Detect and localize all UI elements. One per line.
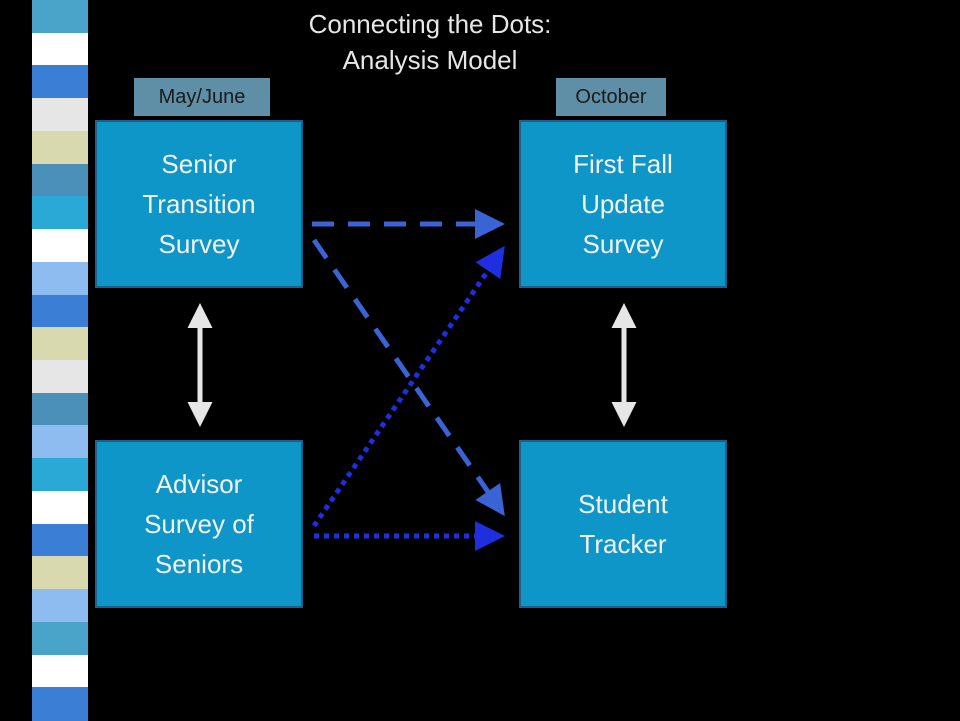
title-line-1: Connecting the Dots: [308, 9, 552, 39]
stripe-segment [32, 589, 88, 623]
stripe-segment [32, 490, 88, 525]
stripe-segment [32, 130, 88, 165]
stripe-segment [32, 392, 88, 427]
stripe-segment [32, 65, 88, 100]
stripe-segment [32, 556, 88, 591]
stripe-segment [32, 523, 88, 558]
stripe-segment [32, 458, 88, 492]
stripe-decoration [32, 0, 88, 721]
stripe-segment [32, 32, 88, 67]
stripe-segment [32, 196, 88, 231]
tag-october: October [556, 78, 666, 116]
stripe-segment [32, 654, 88, 689]
first-fall-update-survey-box: First Fall Update Survey [519, 120, 727, 288]
stripe-segment [32, 294, 88, 329]
stripe-segment [32, 229, 88, 263]
student-tracker-box: Student Tracker [519, 440, 727, 608]
stripe-segment [32, 98, 88, 132]
stripe-segment [32, 0, 88, 34]
dotted-arrow-advisor-to-first-fall [311, 245, 505, 528]
stripe-segment [32, 327, 88, 361]
tag-may-june: May/June [134, 78, 270, 116]
stripe-segment [32, 687, 88, 721]
title-line-2: Analysis Model [342, 45, 518, 75]
stripe-segment [32, 163, 88, 198]
senior-transition-survey-box: Senior Transition Survey [95, 120, 303, 288]
stripe-segment [32, 360, 88, 394]
stripe-segment [32, 425, 88, 460]
dashed-arrow-senior-to-tracker [311, 238, 505, 517]
advisor-survey-of-seniors-box: Advisor Survey of Seniors [95, 440, 303, 608]
diagram-title: Connecting the Dots: Analysis Model [200, 6, 660, 78]
stripe-segment [32, 261, 88, 296]
stripe-segment [32, 621, 88, 656]
